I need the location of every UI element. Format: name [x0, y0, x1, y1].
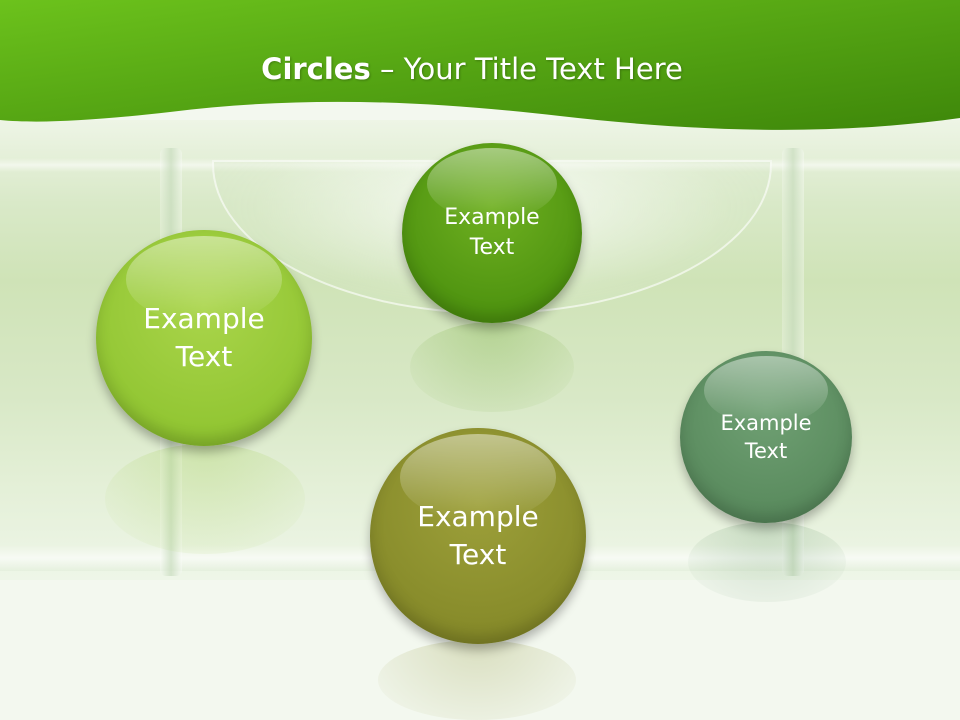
- circle-reflection: [410, 322, 574, 412]
- circle-right[interactable]: Example Text: [680, 351, 852, 523]
- header-banner: [0, 0, 960, 130]
- title-rest: – Your Title Text Here: [370, 52, 683, 86]
- circle-top-line1: Example: [444, 205, 540, 231]
- circle-reflection: [688, 522, 846, 602]
- circle-left-line1: Example: [143, 302, 265, 336]
- title-bold: Circles: [261, 52, 371, 86]
- circle-bottom[interactable]: Example Text: [370, 428, 586, 644]
- circle-left-line2: Text: [175, 340, 233, 373]
- circle-right-line2: Text: [744, 439, 788, 463]
- circle-top-line2: Text: [469, 235, 515, 260]
- circle-bottom-line2: Text: [449, 538, 507, 571]
- circle-left[interactable]: Example Text: [96, 230, 312, 446]
- circle-top[interactable]: Example Text: [402, 143, 582, 323]
- slide-title: Circles – Your Title Text Here: [0, 52, 944, 86]
- circle-bottom-line1: Example: [417, 500, 539, 534]
- circle-right-line1: Example: [720, 410, 812, 435]
- circle-reflection: [105, 444, 305, 554]
- circle-reflection: [378, 640, 576, 720]
